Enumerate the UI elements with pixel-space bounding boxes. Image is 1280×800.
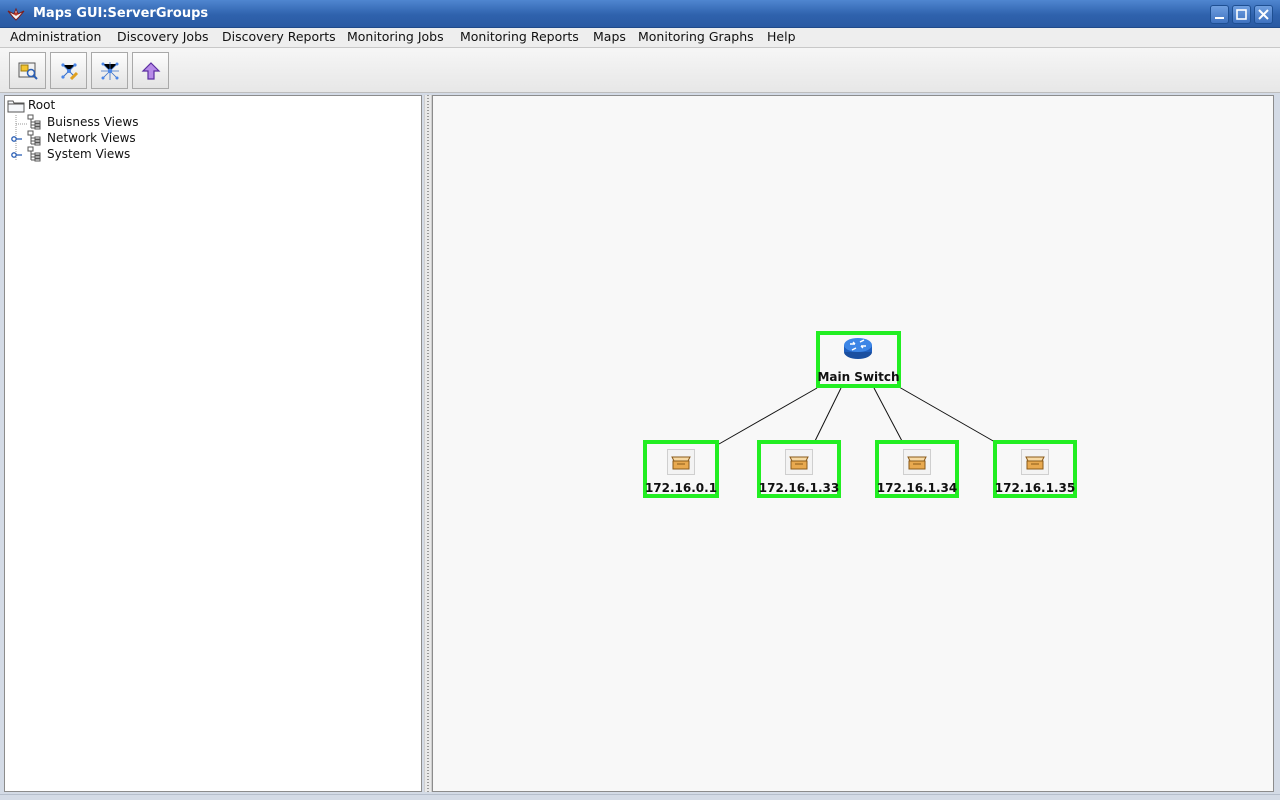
window-bottom-edge xyxy=(0,794,1280,800)
server-box-icon xyxy=(1021,449,1049,475)
tree-item-network-views[interactable]: Network Views xyxy=(5,130,205,147)
tree-item-label: Buisness Views xyxy=(47,115,139,129)
menu-discovery-jobs[interactable]: Discovery Jobs xyxy=(117,29,209,44)
edit-map-icon xyxy=(61,63,79,81)
expand-toggle-icon[interactable] xyxy=(11,134,23,144)
minimize-icon xyxy=(1215,17,1224,19)
window-title: Maps GUI:ServerGroups xyxy=(33,6,209,21)
tree-item-label: System Views xyxy=(47,147,131,161)
expand-toggle-icon[interactable] xyxy=(11,150,23,160)
maximize-icon xyxy=(1236,9,1247,20)
menu-monitoring-reports[interactable]: Monitoring Reports xyxy=(460,29,579,44)
map-node-host[interactable]: 172.16.1.34 xyxy=(875,440,959,498)
tree-root-label: Root xyxy=(28,98,56,112)
server-box-icon xyxy=(903,449,931,475)
close-button[interactable] xyxy=(1254,5,1273,24)
up-level-button[interactable] xyxy=(132,52,169,89)
menu-monitoring-jobs[interactable]: Monitoring Jobs xyxy=(347,29,444,44)
tree-panel: Root Buisness Views Network Views xyxy=(4,95,422,792)
server-box-icon xyxy=(785,449,813,475)
map-view-button[interactable] xyxy=(9,52,46,89)
menu-monitoring-graphs[interactable]: Monitoring Graphs xyxy=(638,29,754,44)
minimize-button[interactable] xyxy=(1210,5,1229,24)
tree-item-system-views[interactable]: System Views xyxy=(5,146,205,163)
close-icon xyxy=(1258,9,1269,20)
view-node-icon xyxy=(27,146,41,162)
map-node-host[interactable]: 172.16.0.1 xyxy=(643,440,719,498)
node-label: 172.16.0.1 xyxy=(644,481,718,495)
node-label: Main Switch xyxy=(817,370,900,384)
app-logo-icon xyxy=(7,7,25,21)
tree-item-business-views[interactable]: Buisness Views xyxy=(5,114,205,131)
folder-icon xyxy=(7,100,25,113)
view-node-icon xyxy=(27,114,41,130)
menu-maps[interactable]: Maps xyxy=(593,29,626,44)
menu-discovery-reports[interactable]: Discovery Reports xyxy=(222,29,336,44)
toolbar xyxy=(0,48,1280,93)
topology-button[interactable] xyxy=(91,52,128,89)
maximize-button[interactable] xyxy=(1232,5,1251,24)
map-canvas[interactable]: Main Switch 172.16.0.1 172.16.1.33 172.1… xyxy=(432,95,1274,792)
topology-icon xyxy=(101,62,119,80)
map-node-host[interactable]: 172.16.1.35 xyxy=(993,440,1077,498)
node-label: 172.16.1.34 xyxy=(876,481,958,495)
edit-map-button[interactable] xyxy=(50,52,87,89)
up-level-icon xyxy=(141,62,161,80)
map-node-host[interactable]: 172.16.1.33 xyxy=(757,440,841,498)
title-bar: Maps GUI:ServerGroups xyxy=(0,0,1280,28)
server-box-icon xyxy=(667,449,695,475)
tree-item-label: Network Views xyxy=(47,131,136,145)
menu-help[interactable]: Help xyxy=(767,29,796,44)
node-label: 172.16.1.35 xyxy=(994,481,1076,495)
menu-bar: Administration Discovery Jobs Discovery … xyxy=(0,28,1280,48)
node-label: 172.16.1.33 xyxy=(758,481,840,495)
map-node-main-switch[interactable]: Main Switch xyxy=(816,331,901,388)
pane-splitter[interactable] xyxy=(424,95,432,792)
link-lines xyxy=(718,386,996,445)
view-node-icon xyxy=(27,130,41,146)
map-view-icon xyxy=(18,62,38,80)
menu-administration[interactable]: Administration xyxy=(10,29,102,44)
router-icon xyxy=(844,338,872,359)
